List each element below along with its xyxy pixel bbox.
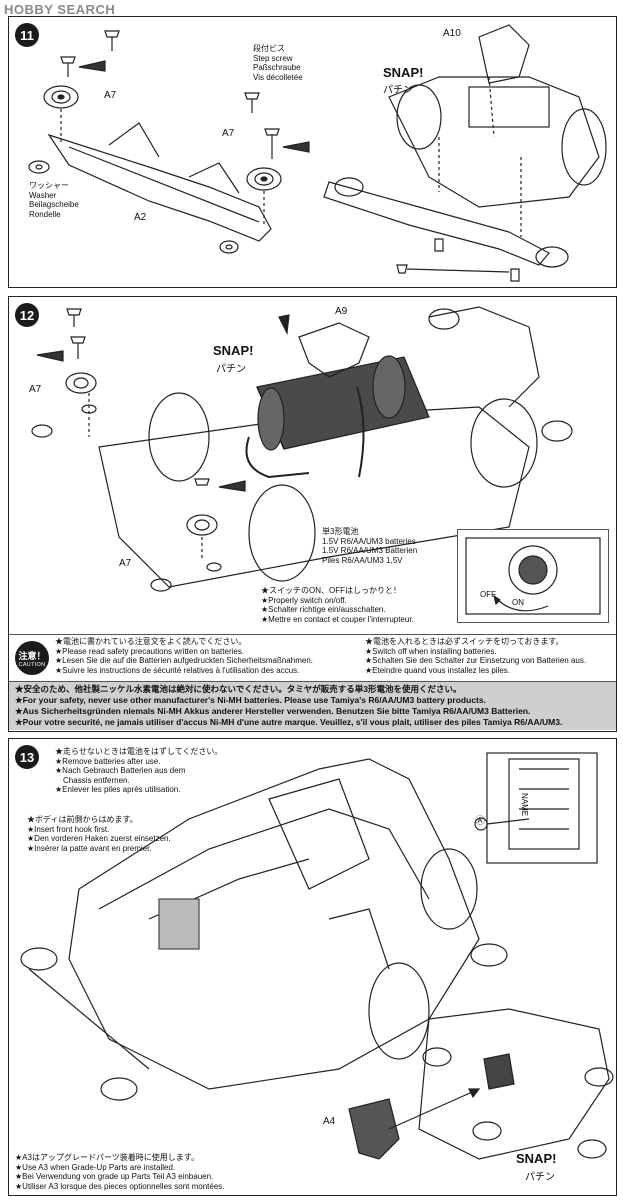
caution-left-en: ★Please read safety precautions written … [55,646,245,656]
caution-left-jp: ★電池に書かれている注意文をよく読んでください。 [55,637,247,646]
safety-jp: ★安全のため、他社製ニッケル水素電池は絶対に使わないでください。タミヤが販売する… [15,684,462,694]
step-11-illustration [28,24,607,282]
body-hook-note: ★ボディは前側からはめます。 ★Insert front hook first.… [27,815,171,853]
battery-label-en: 1.5V R6/AA/UM3 batteries [322,536,416,546]
label-a10: A10 [443,28,461,39]
label-a4: A4 [323,1116,336,1127]
body-hook-jp: ★ボディは前側からはめます。 [27,815,138,824]
safety-fr: ★Pour votre securité, ne jamais utiliser… [15,717,563,727]
washer-de: Beilagscheibe [29,200,79,209]
snap-jp-12: パチン [216,364,246,375]
safety-de: ★Aus Sicherheitsgründen niemals Ni-MH Ak… [15,706,531,716]
washer-label: ワッシャー Washer Beilagscheibe Rondelle [29,181,79,219]
label-a7-left: A7 [29,384,42,395]
caution-left-fr: ★Suivre les instructions de sécurité rel… [55,665,300,675]
switch-inset-drawing [465,537,601,615]
caution-box: 注意！ CAUTION ★電池に書かれている注意文をよく読んでください。 ★Pl… [9,634,616,681]
battery-label-jp: 単3形電池 [322,527,359,536]
label-a7-top: A7 [104,90,117,101]
switch-on-label: ON [512,598,524,607]
label-a2: A2 [134,212,147,223]
label-a7-bottom: A7 [119,558,132,569]
step-13-illustration [20,752,614,1160]
switch-note: ★スイッチのON、OFFはしっかりと！ ★Properly switch on/… [261,586,414,624]
step-number-11: 11 [15,23,39,47]
remove-batteries-note: ★走らせないときは電池をはずしてください。 ★Remove batteries … [55,747,222,795]
step-screw-de: Paßschraube [253,63,301,72]
body-hook-fr: ★Insérer la patte avant en premier. [27,843,152,853]
caution-right-en: ★Switch off when installing batteries. [365,646,497,656]
circle-a-label: Ⓐ [475,816,485,827]
label-a9: A9 [335,306,348,317]
body-hook-en: ★Insert front hook first. [27,824,110,834]
washer-fr: Rondelle [29,209,61,219]
caution-right-jp: ★電池を入れるときは必ずスイッチを切っておきます。 [365,637,564,646]
body-hook-de: ★Den vorderen Haken zuerst einsetzen. [27,834,171,843]
snap-text-12: SNAP! [213,343,254,358]
caution-left-text: ★電池に書かれている注意文をよく読んでください。 ★Please read sa… [55,637,313,675]
step-screw-en: Step screw [253,53,293,63]
a3-note-en: ★Use A3 when Grade-Up Parts are installe… [15,1162,176,1172]
caution-en: CAUTION [18,661,46,668]
switch-note-jp: ★スイッチのON、OFFはしっかりと！ [261,586,401,595]
switch-note-en: ★Properly switch on/off. [261,595,347,605]
remove-batteries-en: ★Remove batteries after use. [55,756,161,766]
battery-label: 単3形電池 1.5V R6/AA/UM3 batteries 1.5V R6/A… [322,527,417,565]
remove-batteries-fr: ★Enlever les piles après utilisation. [55,785,181,794]
step-number-12: 12 [15,303,39,327]
battery-label-fr: Piles R6/AA/UM3 1,5V [322,555,403,565]
step-screw-label: 段付ビス Step screw Paßschraube Vis décollet… [253,44,303,82]
switch-inset: ON OFF [457,529,609,623]
remove-batteries-de-1: ★Nach Gebrauch Batterien aus dem [55,766,186,775]
caution-right-de: ★Schalten Sie den Schalter zur Einsetzun… [365,656,587,665]
step-screw-fr: Vis décolletée [253,72,303,82]
safety-warning-box: ★安全のため、他社製ニッケル水素電池は絶対に使わないでください。タミヤが販売する… [9,681,616,730]
caution-jp: 注意！ [18,650,46,661]
snap-jp-13: パチン [525,1172,555,1183]
a3-note-de: ★Bei Verwendung von grade up Parts Teil … [15,1172,214,1181]
remove-batteries-jp: ★走らせないときは電池をはずしてください。 [55,747,223,756]
switch-note-de: ★Schalter richtige ein/ausschalten. [261,605,386,614]
safety-warning-text: ★安全のため、他社製ニッケル水素電池は絶対に使わないでください。タミヤが販売する… [15,684,562,728]
snap-text-11: SNAP! [383,65,424,80]
label-a7-mid: A7 [222,128,235,139]
step-12-panel: 12 [8,296,617,732]
watermark-text: HOBBY SEARCH [4,2,116,17]
washer-jp: ワッシャー [29,181,69,190]
caution-right-text: ★電池を入れるときは必ずスイッチを切っておきます。 ★Switch off wh… [365,637,586,675]
caution-left-de: ★Lesen Sie die auf die Batterien aufgedr… [55,656,313,665]
step-screw-jp: 段付ビス [253,44,285,53]
a3-note-jp: ★A3はアップグレードパーツ装着時に使用します。 [15,1153,199,1162]
snap-jp-11: パチン [383,85,413,96]
switch-off-label: OFF [480,590,496,599]
remove-batteries-de-2: Chassis entfernen. [63,775,130,785]
step-11-panel: 11 [8,16,617,288]
step-12-illustration [31,306,573,592]
washer-en: Washer [29,190,57,200]
battery-label-de: 1.5V R6/AA/UM3 Batterien [322,546,418,555]
a3-note-fr: ★Utiliser A3 lorsque des pieces optionne… [15,1181,225,1191]
snap-text-13: SNAP! [516,1151,557,1166]
a3-note: ★A3はアップグレードパーツ装着時に使用します。 ★Use A3 when Gr… [15,1153,225,1191]
caution-right-fr: ★Eteindre quand vous installez les piles… [365,665,511,675]
caution-badge: 注意！ CAUTION [15,641,49,675]
step-13-panel: 13 [8,738,617,1196]
step-number-13: 13 [15,745,39,769]
name-label: NAME [520,793,529,817]
switch-note-fr: ★Mettre en contact et couper l'interrupt… [261,614,414,624]
safety-en: ★For your safety, never use other manufa… [15,695,486,705]
